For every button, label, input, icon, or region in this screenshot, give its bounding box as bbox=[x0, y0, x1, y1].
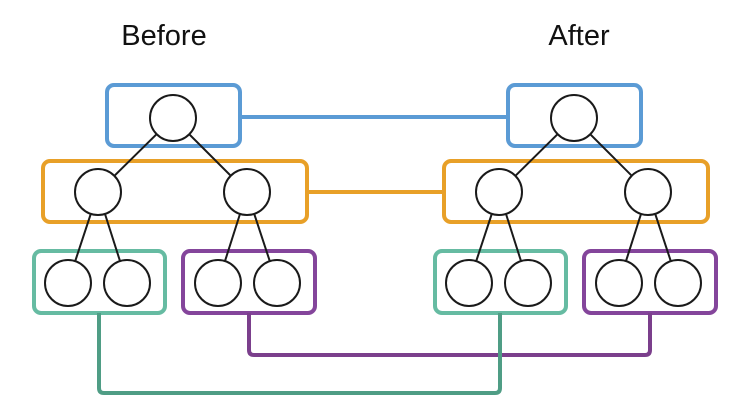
tree-nodes bbox=[44, 94, 301, 307]
leaf-node-2 bbox=[504, 259, 552, 307]
leaf-node-4 bbox=[253, 259, 301, 307]
leaf-node-2 bbox=[103, 259, 151, 307]
tree-nodes bbox=[445, 94, 702, 307]
before-tree bbox=[32, 83, 317, 315]
mid-node-left bbox=[475, 168, 523, 216]
leaf-node-1 bbox=[44, 259, 92, 307]
leaf-node-1 bbox=[445, 259, 493, 307]
mid-node-left bbox=[74, 168, 122, 216]
before-label: Before bbox=[121, 20, 207, 52]
leaf-node-4 bbox=[654, 259, 702, 307]
mid-node-right bbox=[624, 168, 672, 216]
root-node bbox=[550, 94, 598, 142]
leaf-node-3 bbox=[595, 259, 643, 307]
left-leaf-link-line bbox=[97, 313, 502, 395]
after-tree bbox=[433, 83, 718, 315]
right-leaf-link-line bbox=[247, 313, 652, 357]
after-label: After bbox=[548, 20, 610, 52]
root-node bbox=[149, 94, 197, 142]
mid-node-right bbox=[223, 168, 271, 216]
leaf-node-3 bbox=[194, 259, 242, 307]
